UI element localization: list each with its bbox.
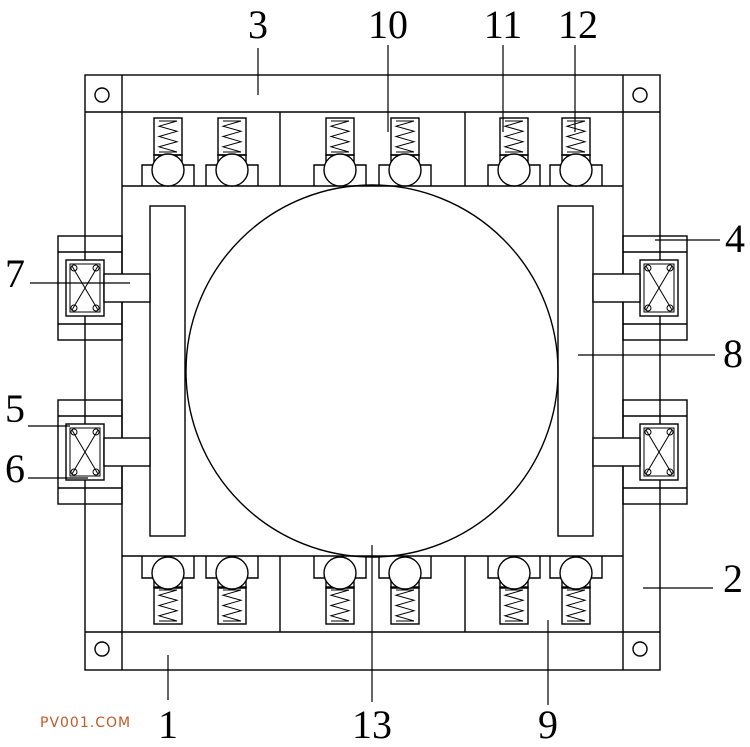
ball-bearing	[323, 153, 357, 187]
bolt-hole-bottom-right	[632, 641, 648, 657]
label-10: 10	[368, 2, 408, 47]
right-side-clamps	[592, 235, 688, 505]
bolt-hole-bottom-left	[94, 641, 110, 657]
spring-block-inner	[69, 263, 101, 313]
bottom-spring-ball-units	[141, 556, 603, 625]
spring-coil	[329, 120, 351, 153]
ball-bearing	[388, 153, 422, 187]
spring-coil	[157, 120, 179, 153]
label-6: 6	[5, 446, 25, 491]
spring-pin	[92, 468, 100, 476]
ball-bearing	[388, 556, 422, 590]
label-9: 9	[538, 702, 558, 747]
spring-pin	[92, 264, 100, 272]
spring-coil	[394, 120, 416, 153]
ball-bearing	[497, 556, 531, 590]
ball-bearing	[215, 556, 249, 590]
spring-pin	[666, 428, 674, 436]
spring-x	[71, 429, 99, 475]
ball-bearing	[323, 556, 357, 590]
left-side-clamps	[57, 235, 151, 505]
spring-pin	[92, 304, 100, 312]
ball-bearing	[215, 153, 249, 187]
spring-pin	[70, 428, 78, 436]
spring-x	[71, 265, 99, 311]
spring-x	[645, 265, 673, 311]
push-rod	[592, 437, 641, 467]
label-8: 8	[723, 331, 743, 376]
label-13: 13	[352, 702, 392, 747]
spring-pin	[70, 304, 78, 312]
spring-block-inner	[643, 263, 675, 313]
label-3: 3	[248, 2, 268, 47]
spring-pin	[644, 428, 652, 436]
bolt-hole-top-right	[632, 87, 648, 103]
spring-coil	[221, 589, 243, 622]
spring-coil	[565, 120, 587, 153]
ball-bearing	[497, 153, 531, 187]
spring-coil	[394, 589, 416, 622]
right-clamp-plate	[557, 205, 594, 537]
top-spring-ball-units	[141, 117, 603, 187]
label-12: 12	[558, 2, 598, 47]
label-2: 2	[723, 556, 743, 601]
label-4: 4	[725, 216, 745, 261]
ball-bearing	[559, 153, 593, 187]
bolt-hole-top-left	[94, 87, 110, 103]
leader-lines	[28, 45, 720, 705]
spring-coil	[221, 120, 243, 153]
label-5: 5	[5, 386, 25, 431]
label-11: 11	[484, 2, 523, 47]
spring-coil	[157, 589, 179, 622]
ball-bearing	[151, 556, 185, 590]
part-number-labels: 3 10 11 12 4 7 8 5 6 2 1 13 9	[5, 2, 745, 747]
spring-pin	[666, 304, 674, 312]
spring-pin	[70, 468, 78, 476]
ball-bearing	[559, 556, 593, 590]
spring-pin	[666, 264, 674, 272]
spring-block-inner	[69, 427, 101, 477]
left-clamp-plate	[149, 205, 186, 537]
spring-pin	[666, 468, 674, 476]
spring-coil	[565, 589, 587, 622]
label-7: 7	[5, 251, 25, 296]
spring-coil	[329, 589, 351, 622]
spring-pin	[644, 304, 652, 312]
central-workpiece-circle	[185, 184, 559, 558]
spring-pin	[644, 468, 652, 476]
push-rod	[592, 273, 641, 303]
push-rod	[103, 437, 151, 467]
spring-pin	[70, 264, 78, 272]
spring-coil	[503, 589, 525, 622]
spring-x	[645, 429, 673, 475]
ball-bearing	[151, 153, 185, 187]
spring-block-inner	[643, 427, 675, 477]
push-rod	[103, 273, 151, 303]
spring-pin	[92, 428, 100, 436]
spring-coil	[503, 120, 525, 153]
spring-pin	[644, 264, 652, 272]
label-1: 1	[158, 702, 178, 747]
watermark: PV001.COM	[40, 715, 131, 731]
